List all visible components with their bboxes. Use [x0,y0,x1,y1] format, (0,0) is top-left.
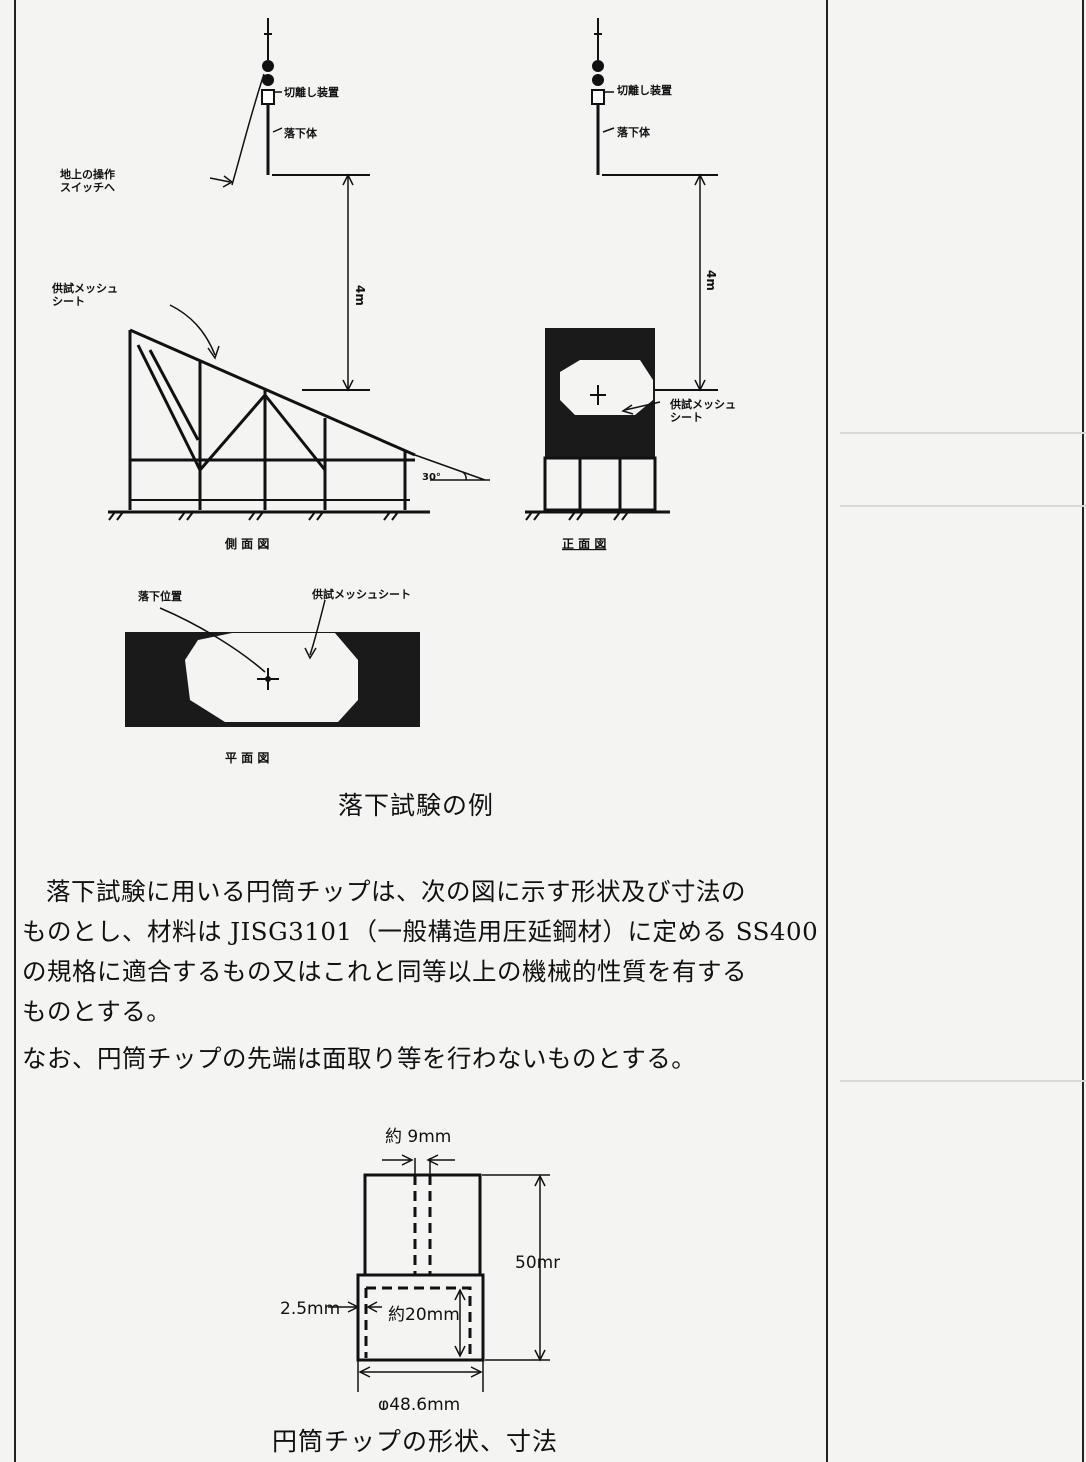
label-ground-switch: 地上の操作 スイッチへ [60,167,119,194]
label-height-side: 4m [353,285,367,306]
chip-spec-paragraph: 落下試験に用いる円筒チップは、次の図に示す形状及び寸法の ものとし、材料は JI… [22,872,822,1032]
label-release-device-front: 切離し装置 [617,83,672,97]
control-cable [231,73,265,186]
view-title-side: 側 面 図 [224,536,269,551]
label-release-device-side: 切離し装置 [284,85,339,99]
dim-wall: 2.5mm [280,1299,340,1319]
dim-diameter: φ48.6mm [378,1395,460,1410]
bleed-through-line [840,505,1086,507]
mesh-sheet-slope-side [129,328,416,457]
hoist-chain-front [594,18,602,60]
plan-view-panel [125,599,420,727]
front-view-panel [525,328,670,521]
label-drop-position: 落下位置 [138,589,182,603]
drop-test-diagram: 切離し装置 落下体 地上の操作 スイッチへ 4m 供試メッシュ シート 30° … [51,18,740,765]
label-falling-body-front: 落下体 [617,125,651,139]
view-title-front: 正 面 図 [562,537,606,551]
cylinder-chip-diagram: 約 9mm 50mm 2.5mm 約20mm φ48.6mm [280,1127,560,1410]
paragraph-line: ものとする。 [22,997,172,1026]
table-border-right [1082,0,1084,1462]
label-mesh-sheet-side: 供試メッシュ シート [51,281,122,308]
label-mesh-sheet-front: 供試メッシュ シート [669,397,740,424]
paragraph-line: 落下試験に用いる円筒チップは、次の図に示す形状及び寸法の [46,877,746,906]
paragraph-line: の規格に適合するもの又はこれと同等以上の機械的性質を有する [22,957,747,986]
hoist-chain-side [264,18,272,60]
dim-height: 50mm [515,1253,560,1273]
dim-hole-depth: 約20mm [388,1305,460,1325]
table-border-left [14,0,16,1462]
chip-caption: 円筒チップの形状、寸法 [272,1427,559,1456]
drop-test-caption: 落下試験の例 [338,791,495,820]
bleed-through-line [840,1080,1086,1082]
chamfer-note: なお、円筒チップの先端は面取り等を行わないものとする。 [22,1044,697,1073]
label-mesh-sheet-plan: 供試メッシュシート [311,587,411,601]
paragraph-line: ものとし、材料は JISG3101（一般構造用圧延鋼材）に定める SS400 [22,917,819,946]
label-height-front: 4m [704,270,718,291]
view-title-plan: 平 面 図 [225,751,269,765]
label-falling-body-side: 落下体 [284,126,318,140]
bleed-through-line [840,432,1086,434]
dim-hole-width: 約 9mm [385,1127,451,1147]
label-angle: 30° [422,472,441,483]
table-border-middle [826,0,828,1462]
